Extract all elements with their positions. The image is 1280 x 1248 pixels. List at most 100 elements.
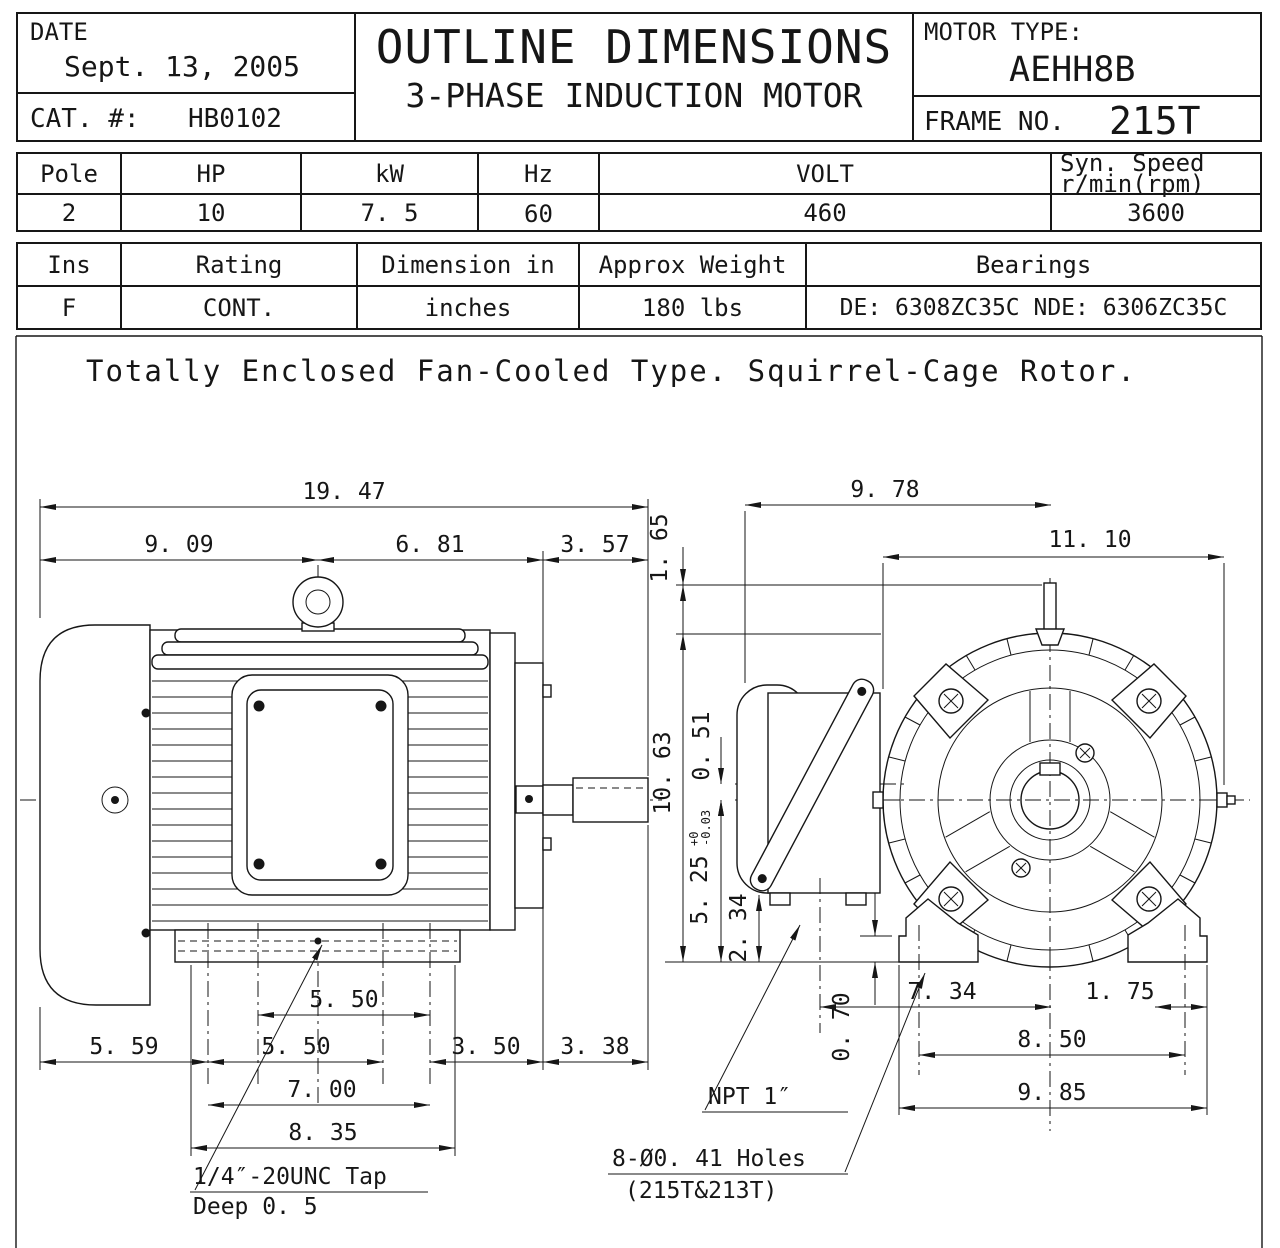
spec-header-rating: Rating xyxy=(122,244,358,287)
ratings-header-speed-line2: r/min(rpm) xyxy=(1060,169,1205,198)
dim-eyebolt-height: 1. 65 xyxy=(647,513,673,582)
motor-type-value: AEHH8B xyxy=(1009,50,1136,90)
holes-note-line2: (215T&213T) xyxy=(625,1178,777,1204)
dim-box-to-center: 9. 78 xyxy=(850,477,919,503)
side-view-dimensions: 19. 47 9. 09 6. 81 3. 57 5. 50 5. 59 5. … xyxy=(39,479,649,1220)
spec-value-dimension: inches xyxy=(358,287,580,328)
date-label: DATE xyxy=(30,18,88,46)
drawing-title: OUTLINE DIMENSIONS 3-PHASE INDUCTION MOT… xyxy=(356,14,914,140)
cover-screw xyxy=(253,858,265,870)
keyway xyxy=(1039,762,1061,776)
ratings-header-kw: kW xyxy=(302,154,479,195)
fan-center-mark xyxy=(101,786,129,814)
motor-type-label: MOTOR TYPE: xyxy=(924,18,1083,46)
ratings-value-hp: 10 xyxy=(122,195,302,230)
ratings-value-pole: 2 xyxy=(18,195,122,230)
lifting-eyebolt xyxy=(292,576,344,628)
npt-note: NPT 1″ xyxy=(708,1084,791,1110)
dim-face-gap: 3. 50 xyxy=(451,1034,520,1060)
dim-foot-holes-b: 5. 50 xyxy=(261,1034,330,1060)
front-foot-right xyxy=(1127,898,1208,963)
npt-leader xyxy=(704,924,801,1111)
side-view xyxy=(20,565,662,1108)
dim-shaft-ext: 3. 57 xyxy=(560,532,629,558)
ratings-value-kw: 7. 5 xyxy=(302,195,479,230)
shaft-step xyxy=(542,784,574,816)
ratings-value-speed: 3600 xyxy=(1127,198,1185,227)
fan-cover-bolt xyxy=(141,928,151,938)
front-view-dimensions: 9. 78 11. 10 1. 65 10. 63 0. 51 5. 25 +0… xyxy=(608,477,1225,1204)
date-value: Sept. 13, 2005 xyxy=(64,50,301,83)
bearing-hub xyxy=(989,739,1111,861)
ratings-value-hz: 60 xyxy=(479,195,600,230)
body-top-rib xyxy=(161,641,479,656)
dim-foot-holes-span: 8. 50 xyxy=(1017,1027,1086,1053)
title-block-left: DATE Sept. 13, 2005 CAT. #: HB0102 xyxy=(18,14,356,140)
dim-shaft-len: 3. 38 xyxy=(560,1034,629,1060)
ratings-header-speed-line1: Syn. Speed xyxy=(1060,148,1205,177)
construction-note: Totally Enclosed Fan-Cooled Type. Squirr… xyxy=(86,354,1137,388)
mounting-feet-side xyxy=(174,929,461,963)
spec-header-dimension: Dimension in xyxy=(358,244,580,287)
dim-foot-holes-a: 5. 50 xyxy=(309,987,378,1013)
spec-table: Ins Rating Dimension in Approx Weight Be… xyxy=(16,242,1262,330)
dim-rear-to-center: 9. 09 xyxy=(144,532,213,558)
dim-base-width: 9. 85 xyxy=(1017,1080,1086,1106)
spec-value-weight: 180 lbs xyxy=(580,287,807,328)
drain-plug-right xyxy=(1216,792,1228,808)
fan-cover-bolt xyxy=(141,708,151,718)
dim-shaft-height-tol-minus: -0.03 xyxy=(699,810,713,846)
title-block-right: MOTOR TYPE: AEHH8B FRAME NO. 215T xyxy=(914,14,1260,143)
holes-leader xyxy=(844,972,926,1173)
terminal-box xyxy=(767,692,881,894)
tap-note-line2: Deep 0. 5 xyxy=(193,1194,318,1220)
spec-value-ins: F xyxy=(18,287,122,328)
outline-drawing: Totally Enclosed Fan-Cooled Type. Squirr… xyxy=(15,335,1263,1248)
spec-value-bearings: DE: 6308ZC35C NDE: 6306ZC35C xyxy=(839,294,1228,321)
face-arms xyxy=(945,691,1155,873)
dim-overall-width: 11. 10 xyxy=(1048,527,1131,553)
dim-shaft-height: 5. 25 xyxy=(687,855,713,924)
drawing-title-line1: OUTLINE DIMENSIONS xyxy=(375,20,893,74)
dim-pad-thickness: 0. 70 xyxy=(829,992,855,1061)
cover-screw xyxy=(375,700,387,712)
frame-label: FRAME NO. xyxy=(924,107,1065,137)
radial-fins xyxy=(883,633,1217,967)
cover-screw xyxy=(375,858,387,870)
ratings-table: Pole HP kW Hz VOLT Syn. Speed r/min(rpm)… xyxy=(16,148,1262,232)
frame-value: 215T xyxy=(1109,99,1201,143)
spec-header-bearings: Bearings xyxy=(807,244,1260,287)
catalog-value: HB0102 xyxy=(188,104,282,134)
face-bolts xyxy=(1011,743,1095,878)
drain-plug-left xyxy=(872,791,884,809)
sheet-border xyxy=(15,335,1263,1248)
ratings-header-hz: Hz xyxy=(479,154,600,195)
ratings-header-hp: HP xyxy=(122,154,302,195)
catalog-label: CAT. #: xyxy=(30,104,140,134)
body-top-rib xyxy=(151,654,489,670)
holes-note-line1: 8-Ø0. 41 Holes xyxy=(612,1146,806,1172)
ratings-header-volt: VOLT xyxy=(600,154,1052,195)
end-bracket-face xyxy=(937,687,1163,913)
spec-value-rating: CONT. xyxy=(122,287,358,328)
dim-base-length: 8. 35 xyxy=(288,1120,357,1146)
title-block: DATE Sept. 13, 2005 CAT. #: HB0102 OUTLI… xyxy=(16,12,1262,143)
tap-hole xyxy=(314,937,322,945)
spec-header-ins: Ins xyxy=(18,244,122,287)
dim-overall-height: 10. 63 xyxy=(650,731,676,814)
dim-shaft-height-tol-plus: +0 xyxy=(687,832,701,846)
dim-shaft-height-group: 5. 25 +0 -0.03 xyxy=(687,810,713,925)
dim-offset: 0. 51 xyxy=(689,711,715,780)
terminal-box-cover xyxy=(749,678,875,892)
front-view xyxy=(735,578,1250,1131)
spec-header-weight: Approx Weight xyxy=(580,244,807,287)
ratings-header-speed: Syn. Speed r/min(rpm) xyxy=(1052,148,1260,198)
ratings-header-pole: Pole xyxy=(18,154,122,195)
tap-note-line1: 1/4″-20UNC Tap xyxy=(193,1164,387,1190)
dim-rear-overhang: 5. 59 xyxy=(89,1034,158,1060)
dim-box-bottom: 2. 34 xyxy=(726,893,752,962)
dim-center-to-face: 6. 81 xyxy=(395,532,464,558)
end-bell xyxy=(489,632,516,931)
tap-leader xyxy=(194,944,323,1191)
ratings-value-volt: 460 xyxy=(600,195,1052,230)
